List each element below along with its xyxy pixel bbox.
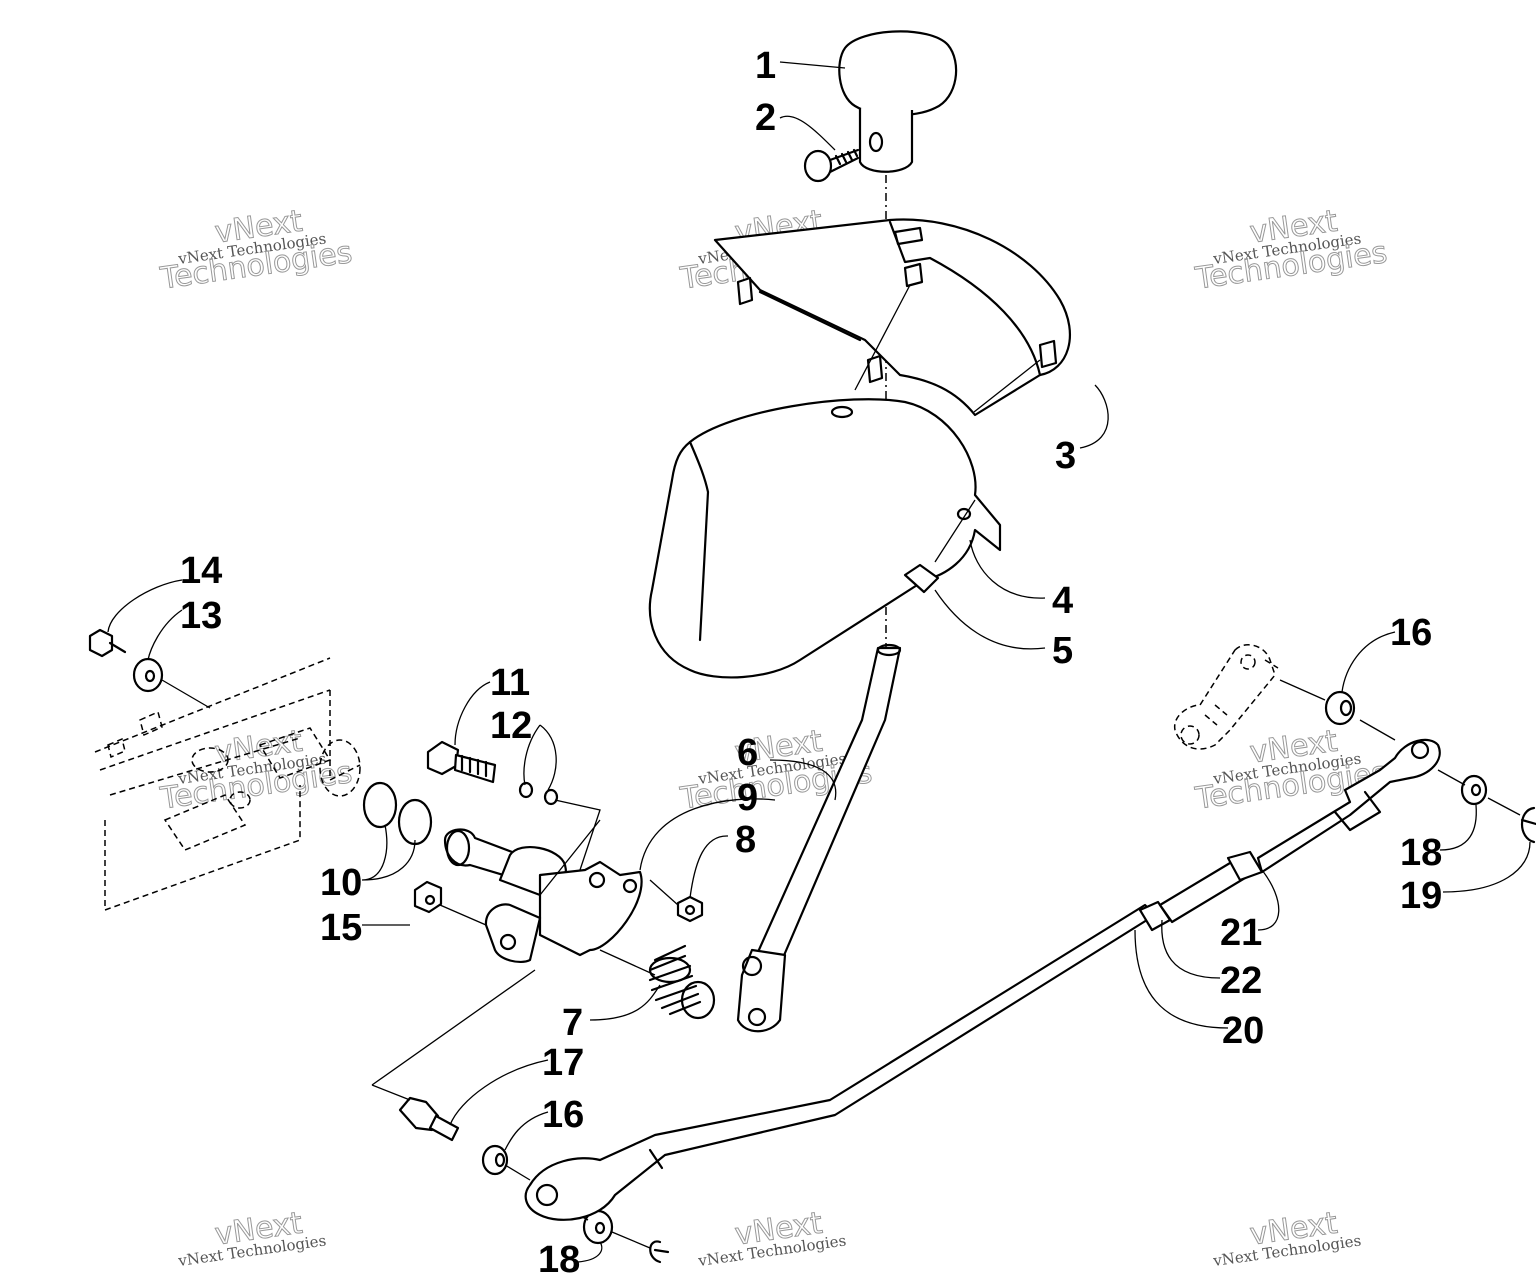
callout-21: 21	[1220, 912, 1262, 954]
watermark: vNext vNext Technologies	[696, 1205, 847, 1270]
engine-case-outline	[94, 657, 361, 912]
part-nut	[649, 879, 704, 923]
part-washers	[518, 781, 601, 871]
callout-22: 22	[1220, 960, 1262, 1002]
callout-1: 1	[755, 45, 776, 87]
callout-19: 19	[1400, 875, 1442, 917]
callout-2: 2	[755, 97, 776, 139]
callout-11: 11	[490, 662, 530, 704]
part-lower-cover	[648, 398, 1002, 679]
callout-14: 14	[180, 550, 222, 592]
part-nut-15	[413, 880, 487, 926]
callout-15: 15	[320, 907, 362, 949]
part-washer-18-upper	[1460, 774, 1488, 806]
part-shaft-bracket	[443, 819, 656, 976]
leader-lines	[107, 61, 1531, 1263]
shift-arm-outline	[1174, 644, 1279, 750]
part-shift-lever	[736, 643, 902, 1033]
part-bolt-14	[88, 628, 127, 658]
callout-12: 12	[490, 705, 532, 747]
watermark: vNext vNext Technologies	[176, 1205, 327, 1270]
callout-4: 4	[1052, 580, 1073, 622]
callout-10: 10	[320, 862, 362, 904]
callout-16-upper: 16	[1390, 612, 1432, 654]
callout-5: 5	[1052, 630, 1073, 672]
guide-line	[161, 679, 211, 709]
callout-3: 3	[1055, 435, 1076, 477]
guide-line	[854, 284, 1041, 563]
part-o-rings	[362, 781, 433, 846]
callout-labels: 1 2 3 4 5 6 7 8 9 10 11 12 13 14 15 16 1…	[180, 45, 1442, 1280]
guide-line	[1279, 679, 1521, 816]
watermark: vNext vNext Technologies Technologies	[1192, 203, 1390, 297]
part-eclip-upper	[1520, 806, 1536, 844]
callout-17: 17	[542, 1042, 584, 1084]
part-bushing	[903, 563, 940, 594]
callout-9: 9	[737, 777, 758, 819]
part-bolt	[426, 740, 497, 784]
part-knob	[838, 30, 958, 173]
watermark: vNext vNext Technologies	[1211, 1205, 1362, 1270]
callout-7: 7	[562, 1002, 583, 1044]
callout-6: 6	[737, 732, 758, 774]
callout-13: 13	[180, 595, 222, 637]
part-shift-rod	[524, 738, 1441, 1221]
part-bushing-16-lower	[481, 1144, 509, 1176]
part-bushing-16-upper	[1324, 690, 1356, 726]
watermark-group: vNext vNext Technologies Technologies vN…	[157, 203, 1390, 1270]
part-spring	[648, 944, 716, 1020]
part-washer-13	[132, 657, 164, 693]
part-screw	[803, 148, 860, 183]
part-stud	[371, 969, 536, 1142]
callout-16-lower: 16	[542, 1094, 584, 1136]
watermark: vNext vNext Technologies Technologies	[157, 723, 355, 817]
part-eclip-lower	[649, 1240, 670, 1264]
callout-18-lower: 18	[538, 1239, 580, 1280]
callout-18-upper: 18	[1400, 832, 1442, 874]
watermark: vNext vNext Technologies Technologies	[157, 203, 355, 297]
callout-8: 8	[735, 819, 756, 861]
callout-20: 20	[1222, 1010, 1264, 1052]
